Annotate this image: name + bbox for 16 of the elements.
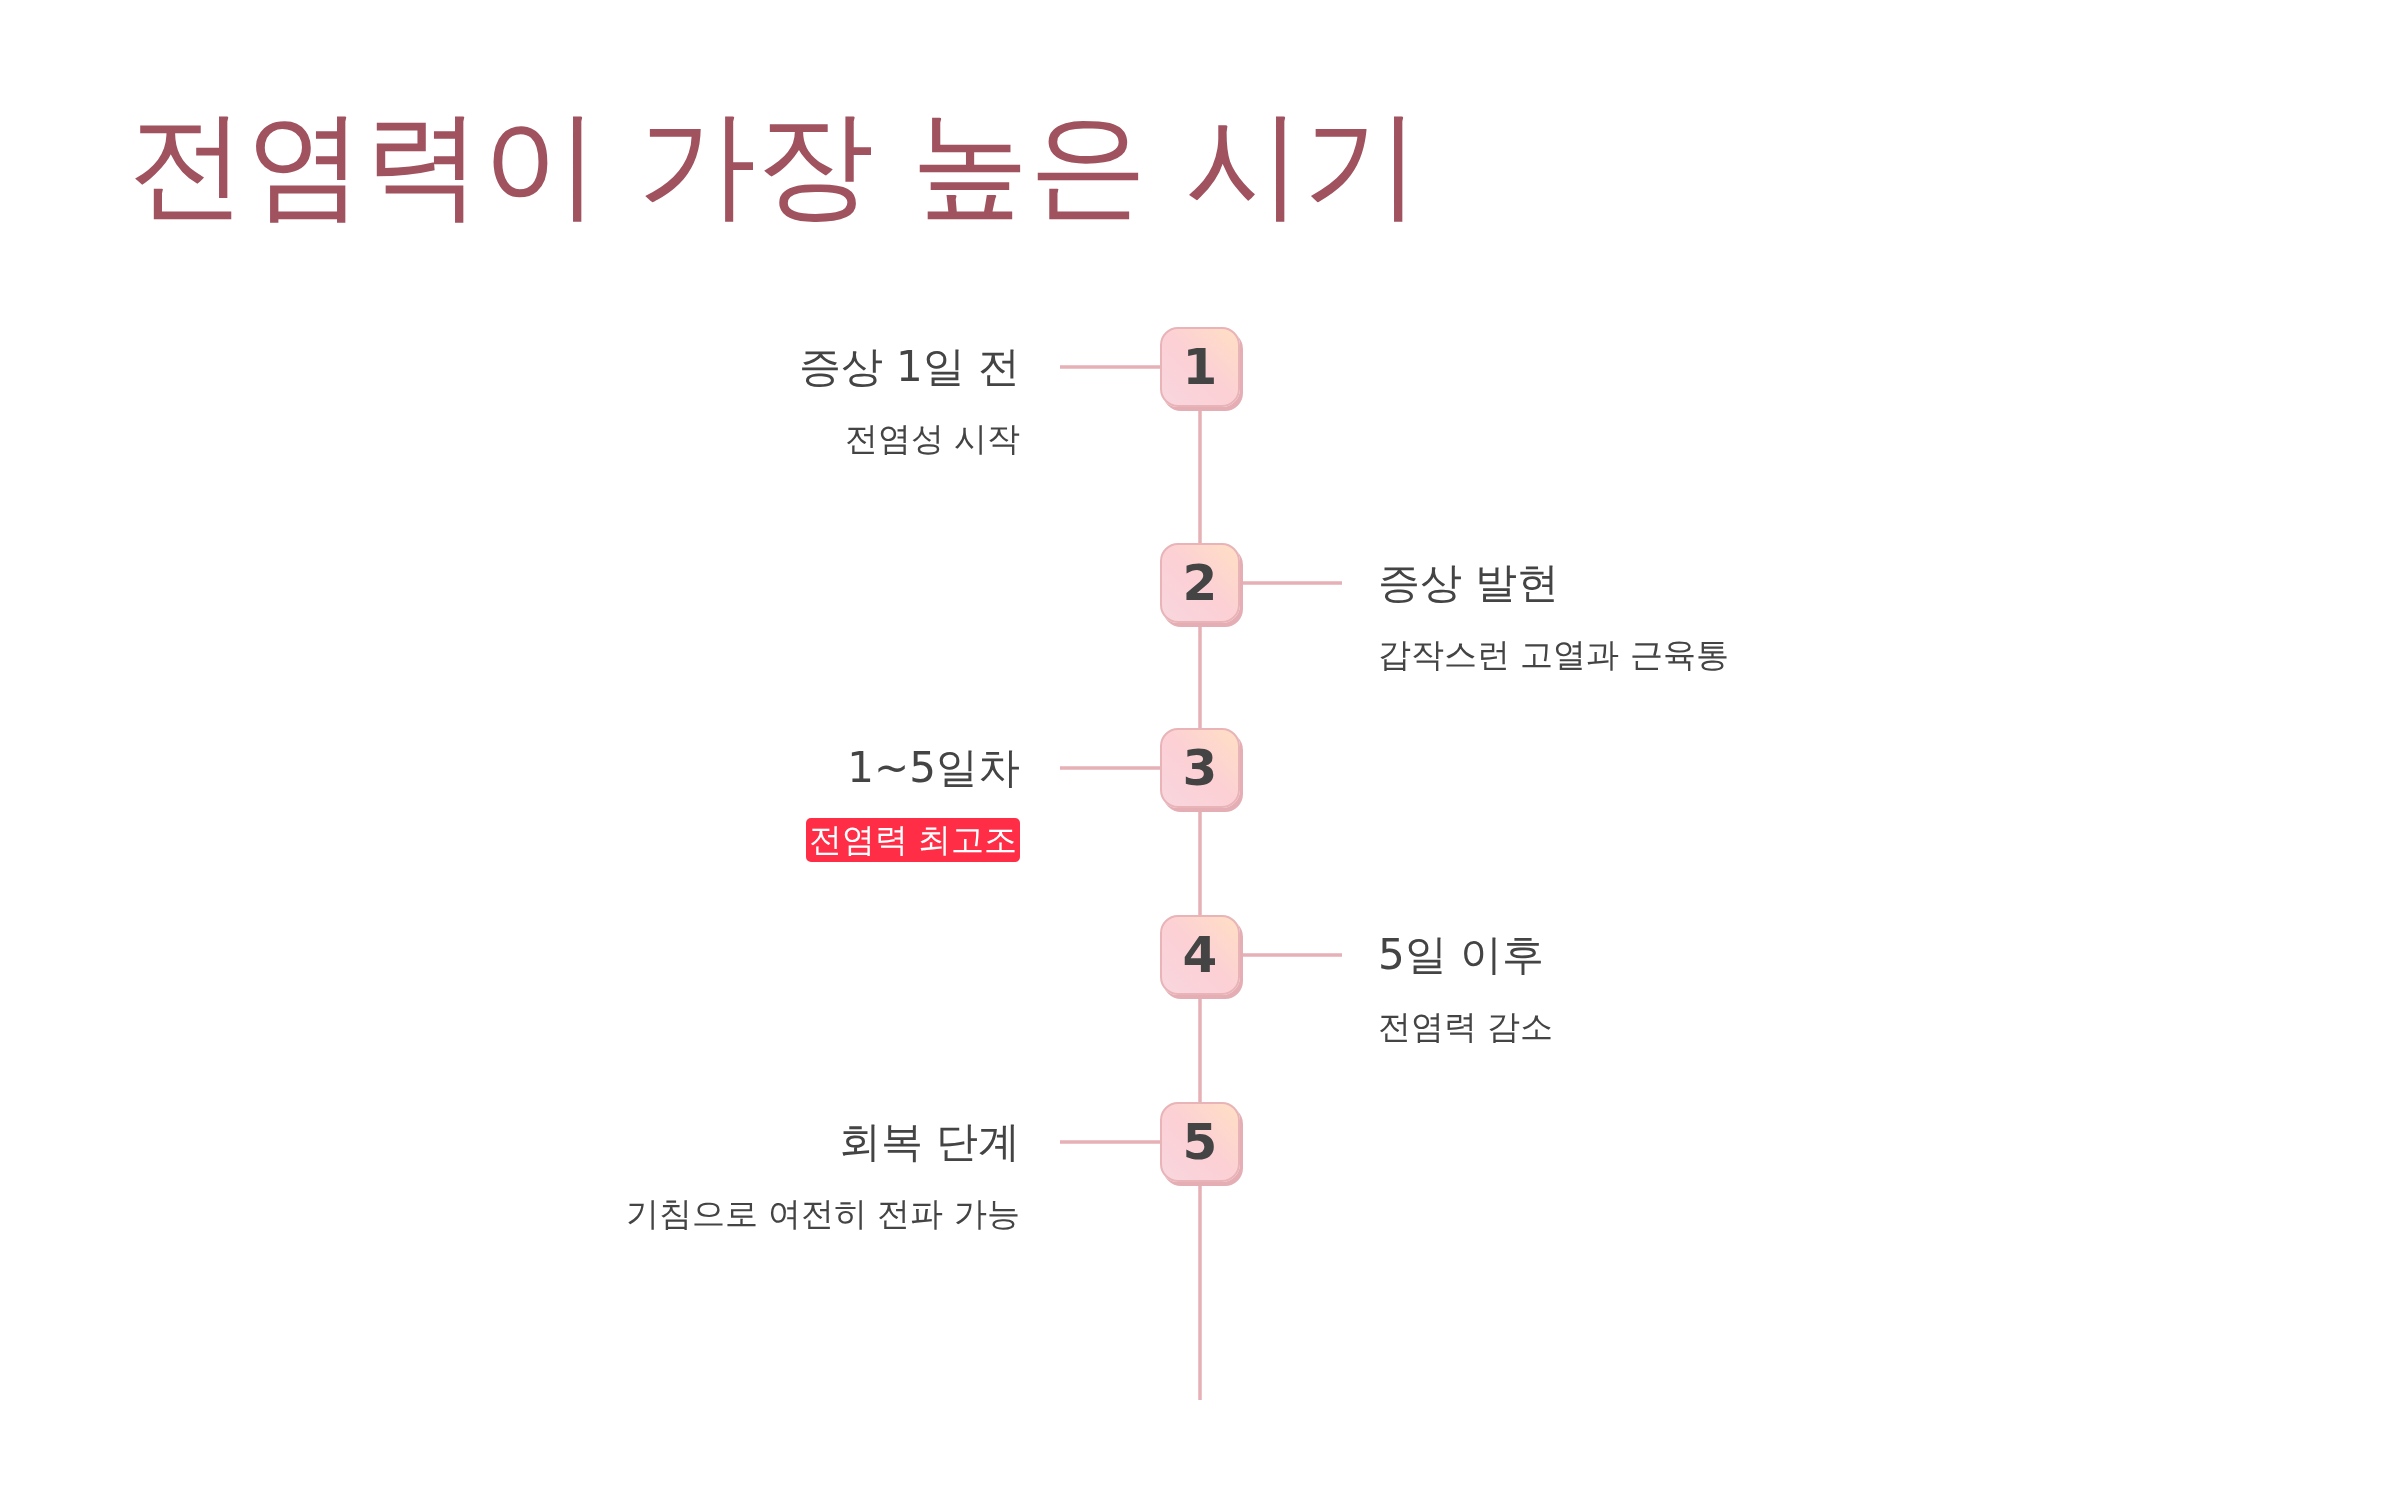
connector-line	[1240, 953, 1342, 957]
connector-line	[1060, 365, 1160, 369]
step-heading: 증상 1일 전	[798, 341, 1020, 393]
step-heading: 증상 발현	[1378, 557, 1560, 609]
step-heading: 5일 이후	[1378, 929, 1545, 981]
step-description: 전염력 감소	[1378, 1006, 1554, 1048]
connector-line	[1240, 581, 1342, 585]
connector-line	[1060, 1140, 1160, 1144]
connector-line	[1060, 766, 1160, 770]
title: 전염력이 가장 높은 시기	[128, 100, 1421, 230]
step-description: 갑작스런 고열과 근육통	[1378, 634, 1729, 676]
step-description: 전염성 시작	[844, 418, 1020, 460]
step-heading: 1~5일차	[847, 742, 1020, 794]
step-description: 기침으로 여전히 전파 가능	[625, 1193, 1020, 1235]
highlight-label: 전염력 최고조	[805, 818, 1020, 862]
step-heading: 회복 단계	[838, 1116, 1020, 1168]
